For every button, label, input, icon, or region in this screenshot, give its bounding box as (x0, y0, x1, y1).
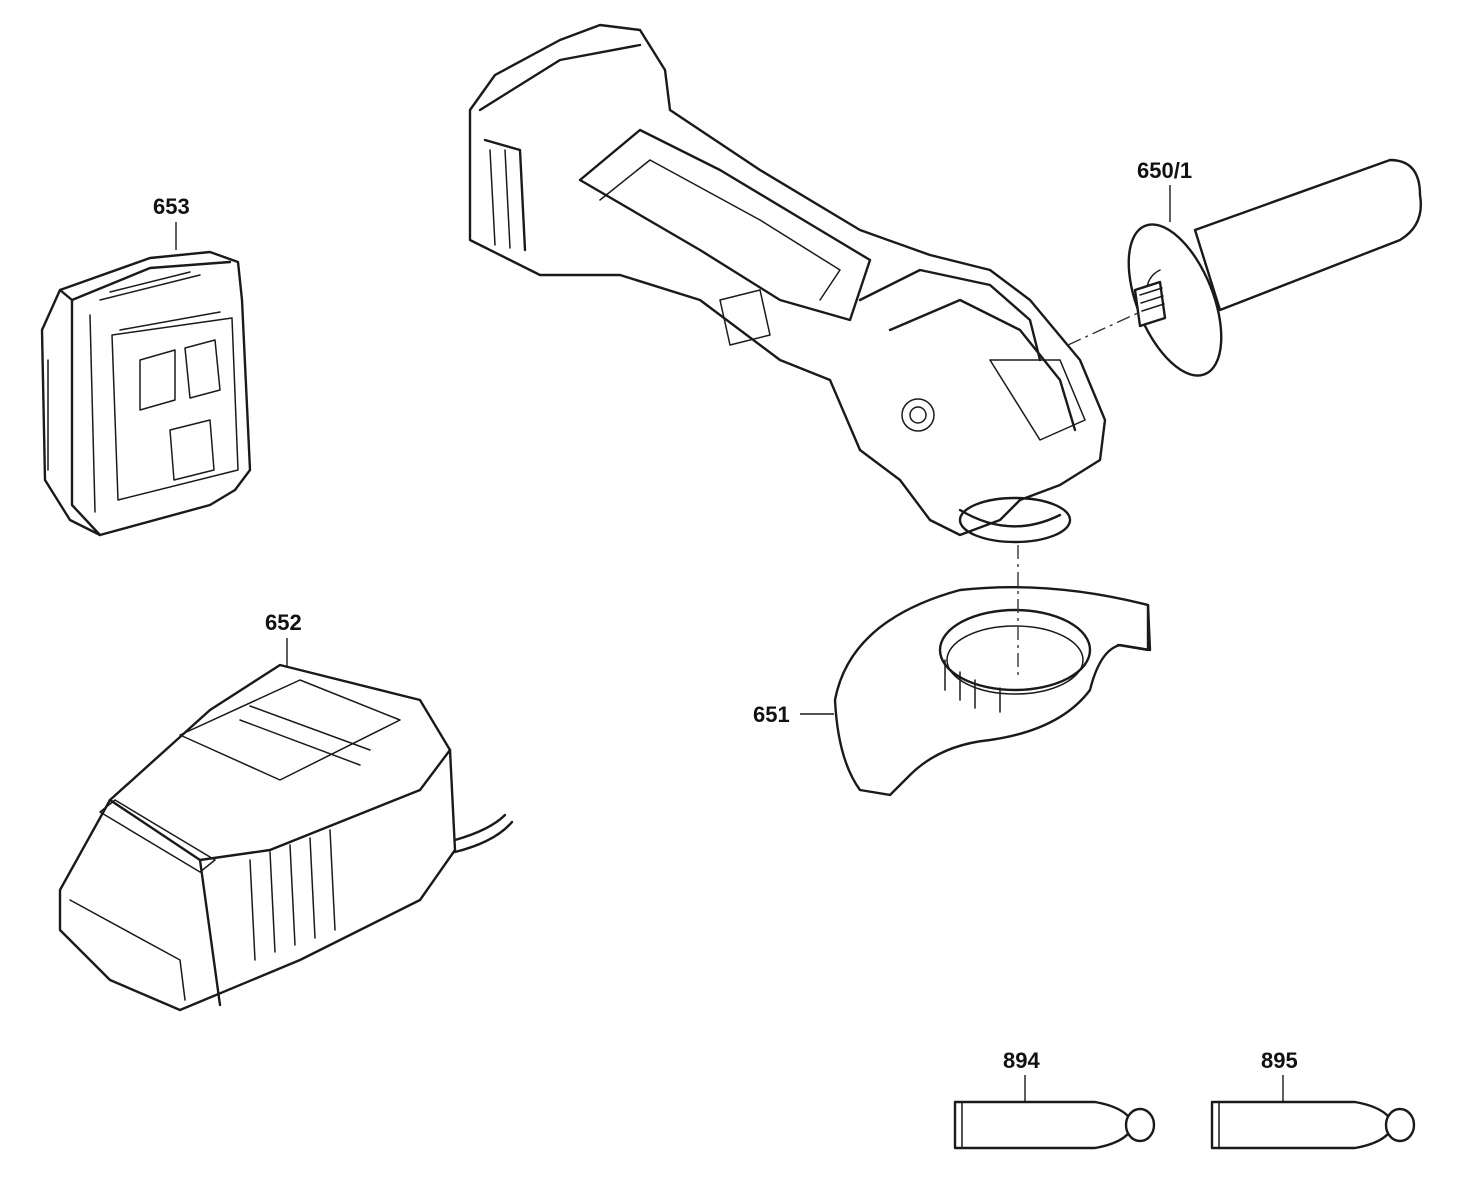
callout-651: 651 (753, 702, 790, 727)
angle-grinder (468, 23, 1107, 544)
handle-axis-line (1067, 311, 1141, 346)
grease-tube-894 (953, 1100, 1156, 1150)
callout-894: 894 (1003, 1048, 1040, 1073)
callout-895: 895 (1261, 1048, 1298, 1073)
side-handle (1127, 158, 1422, 377)
callout-653: 653 (153, 194, 190, 219)
battery-pack (40, 250, 252, 537)
wheel-guard (833, 585, 1152, 797)
callout-652: 652 (265, 610, 302, 635)
grease-tube-895 (1210, 1100, 1416, 1150)
charger (58, 663, 514, 1012)
callout-650-1: 650/1 (1137, 158, 1193, 183)
